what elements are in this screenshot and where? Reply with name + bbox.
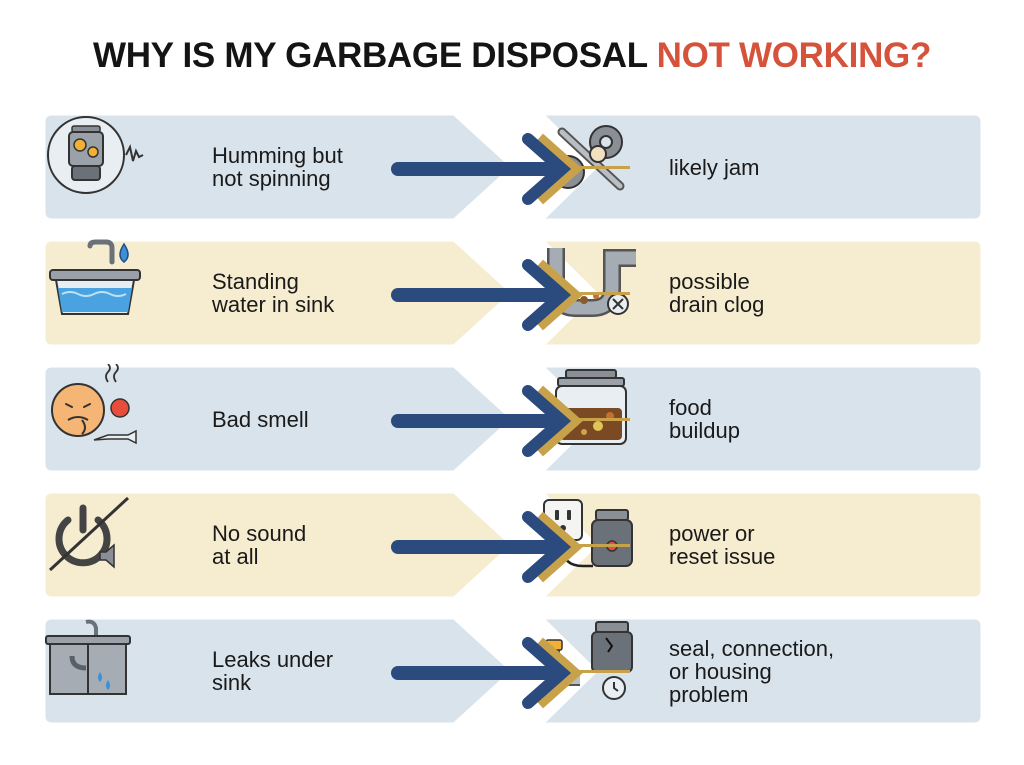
connector-line (570, 418, 630, 421)
cause-label: power or reset issue (669, 521, 776, 569)
power-off-mute-icon (48, 496, 130, 572)
cause-card: seal, connection, or housing problem (536, 616, 984, 726)
symptom-row: No sound at all power or reset issue (42, 490, 984, 600)
title-accent: NOT WORKING? (656, 36, 932, 75)
symptom-card: Bad smell (42, 364, 522, 474)
symptom-card-shape (42, 364, 515, 474)
arrow-right-icon (391, 133, 583, 205)
symptom-label: Humming but not spinning (212, 143, 343, 191)
bad-smell-face-icon (51, 364, 137, 445)
leaking-cabinet-icon (45, 619, 131, 695)
cause-card-shape (538, 490, 984, 600)
connector-line (570, 544, 630, 547)
arrow-right-icon (391, 385, 583, 457)
cause-label: food buildup (669, 395, 740, 443)
cause-card: food buildup (536, 364, 984, 474)
symptom-row: Bad smell food buildup (42, 364, 984, 474)
symptom-label: Bad smell (212, 406, 309, 432)
symptom-card: Humming but not spinning (42, 112, 522, 222)
symptom-card-shape (42, 112, 515, 222)
symptom-card: Leaks under sink (42, 616, 522, 726)
cause-label: seal, connection, or housing problem (669, 635, 835, 707)
disposal-hum-icon (47, 116, 144, 194)
cause-card-shape (538, 112, 984, 222)
connector-line (570, 292, 630, 295)
title-main: WHY IS MY GARBAGE DISPOSAL (92, 36, 657, 75)
connector-line (570, 670, 630, 673)
symptom-card-shape (42, 490, 515, 600)
sink-water-icon (49, 239, 141, 315)
cause-card: possible drain clog (536, 238, 984, 348)
symptom-card-shape (42, 238, 515, 348)
symptom-row: Standing water in sink possible drain cl… (42, 238, 984, 348)
symptom-card: No sound at all (42, 490, 522, 600)
cause-card-shape (538, 616, 984, 726)
symptom-label: Standing water in sink (212, 269, 335, 317)
cause-label: likely jam (669, 154, 760, 180)
symptom-label: No sound at all (212, 521, 307, 569)
arrow-right-icon (391, 511, 583, 583)
cause-card: power or reset issue (536, 490, 984, 600)
symptom-row: Humming but not spinning likely jam (42, 112, 984, 222)
symptom-label: Leaks under sink (212, 647, 334, 695)
symptom-row: Leaks under sink seal, connection, or ho… (42, 616, 984, 726)
symptom-card-shape (42, 616, 515, 726)
cause-card-shape (538, 238, 984, 348)
page-title: WHY IS MY GARBAGE DISPOSAL NOT WORKING? (0, 34, 1024, 78)
cause-label: possible drain clog (669, 269, 765, 317)
arrow-right-icon (391, 259, 583, 331)
arrow-right-icon (391, 637, 583, 709)
connector-line (570, 166, 630, 169)
symptom-card: Standing water in sink (42, 238, 522, 348)
cause-card-shape (538, 364, 984, 474)
